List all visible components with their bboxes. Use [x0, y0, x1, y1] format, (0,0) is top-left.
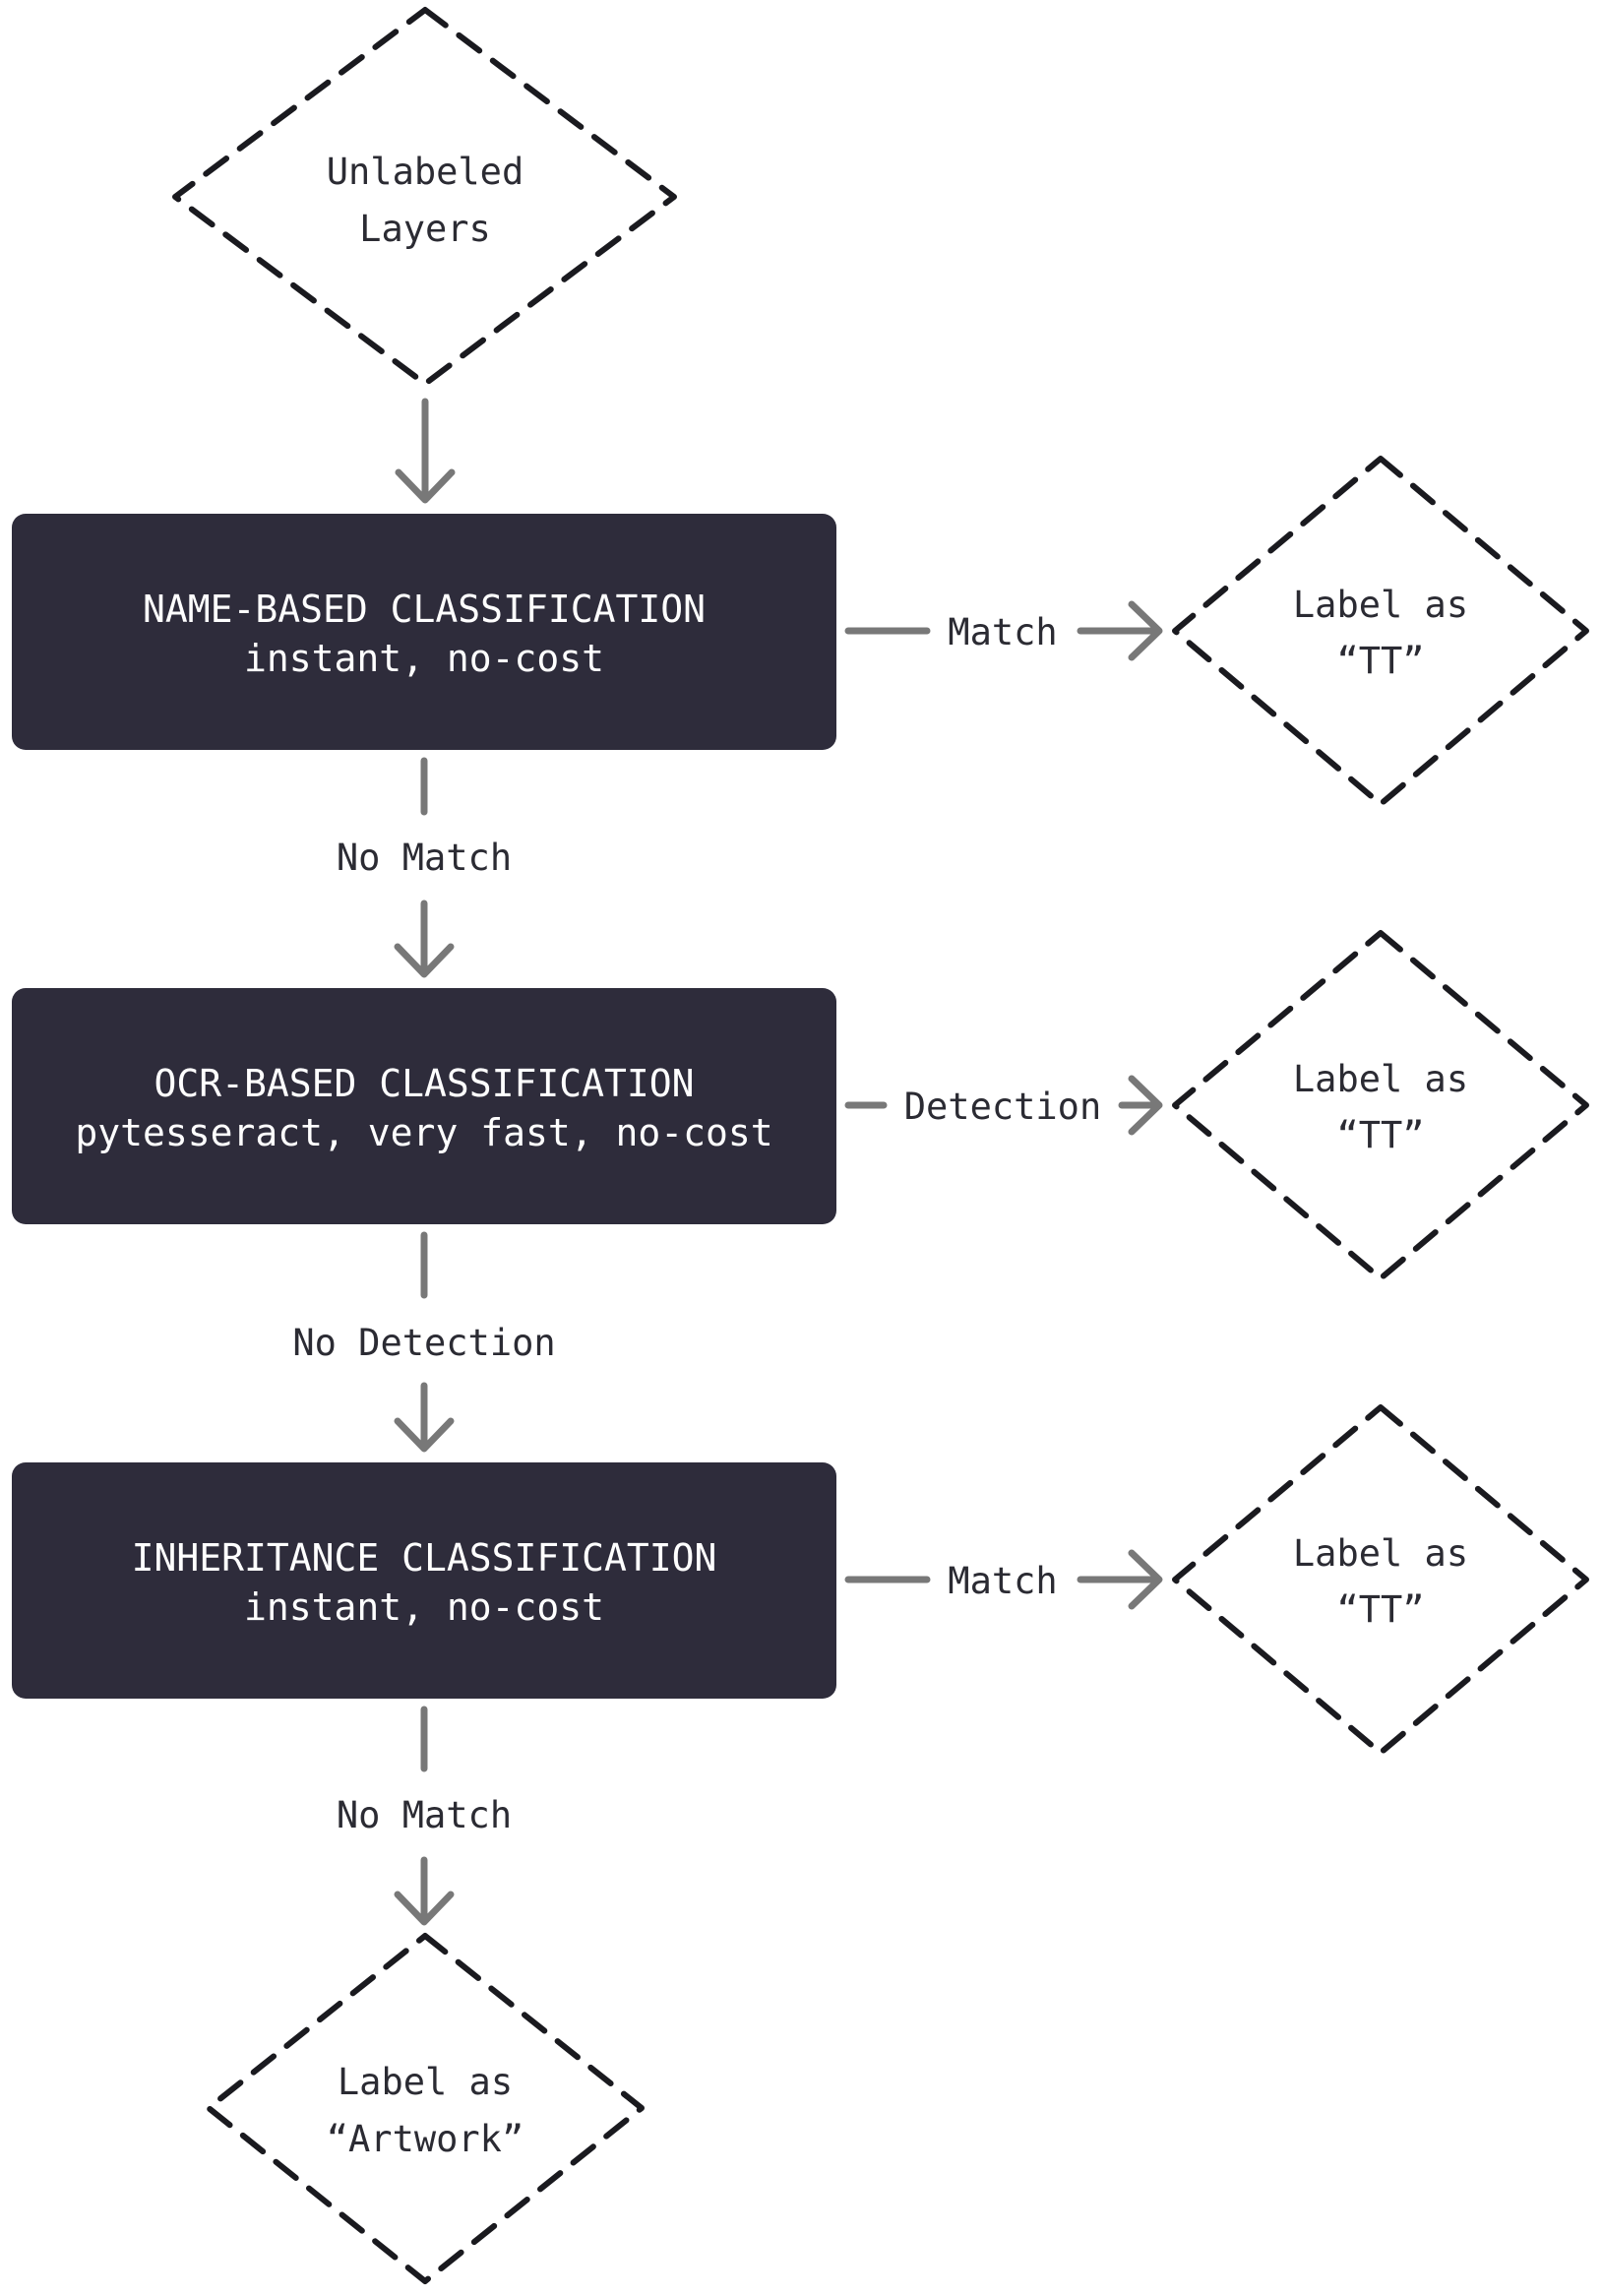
name-based-result-line1: Label as	[1293, 584, 1468, 626]
inheritance-title: INHERITANCE CLASSIFICATION	[132, 1536, 717, 1580]
name-based-box	[12, 514, 836, 750]
name-based-no-match-edge: No Match	[337, 757, 512, 978]
inheritance-no-match-edge: No Match	[337, 1706, 512, 1926]
ocr-based-subtitle: pytesseract, very fast, no-cost	[75, 1111, 772, 1154]
name-based-match-label: Match	[948, 611, 1057, 653]
inheritance-box	[12, 1462, 836, 1699]
ocr-based-result-line1: Label as	[1293, 1058, 1468, 1100]
ocr-based-title: OCR-BASED CLASSIFICATION	[154, 1062, 694, 1105]
inheritance-subtitle: instant, no-cost	[244, 1585, 604, 1629]
ocr-based-detection-label: Detection	[904, 1086, 1101, 1128]
ocr-based-step: OCR-BASED CLASSIFICATION pytesseract, ve…	[12, 988, 836, 1224]
inheritance-match-label: Match	[948, 1560, 1057, 1602]
inheritance-result-diamond	[1172, 1404, 1589, 1756]
end-node: Label as “Artwork”	[206, 1933, 645, 2284]
start-label-line1: Unlabeled	[327, 151, 524, 193]
start-label-line2: Layers	[359, 208, 491, 250]
inheritance-result-line1: Label as	[1293, 1532, 1468, 1575]
start-diamond	[172, 7, 677, 387]
ocr-based-result-diamond	[1172, 930, 1589, 1281]
ocr-based-box	[12, 988, 836, 1224]
arrow-start-to-name-based	[395, 398, 456, 504]
name-based-subtitle: instant, no-cost	[244, 637, 604, 680]
start-node: Unlabeled Layers	[172, 7, 677, 387]
ocr-based-no-detection-edge: No Detection	[292, 1231, 556, 1453]
inheritance-step: INHERITANCE CLASSIFICATION instant, no-c…	[12, 1462, 836, 1699]
inheritance-result-line2: “TT”	[1336, 1588, 1424, 1631]
inheritance-match-edge: Match	[844, 1549, 1163, 1610]
end-diamond	[206, 1933, 645, 2284]
end-label-line1: Label as	[338, 2061, 513, 2103]
name-based-result-node: Label as “TT”	[1172, 456, 1589, 807]
name-based-title: NAME-BASED CLASSIFICATION	[143, 588, 706, 631]
name-based-step: NAME-BASED CLASSIFICATION instant, no-co…	[12, 514, 836, 750]
name-based-match-edge: Match	[844, 600, 1163, 661]
name-based-no-match-label: No Match	[337, 837, 512, 879]
end-label-line2: “Artwork”	[327, 2118, 524, 2160]
name-based-result-diamond	[1172, 456, 1589, 807]
ocr-based-no-detection-label: No Detection	[292, 1322, 555, 1364]
ocr-based-result-node: Label as “TT”	[1172, 930, 1589, 1281]
inheritance-no-match-label: No Match	[337, 1794, 512, 1836]
inheritance-result-node: Label as “TT”	[1172, 1404, 1589, 1756]
name-based-result-line2: “TT”	[1336, 640, 1424, 682]
ocr-based-result-line2: “TT”	[1336, 1114, 1424, 1156]
ocr-based-detection-edge: Detection	[844, 1075, 1163, 1136]
